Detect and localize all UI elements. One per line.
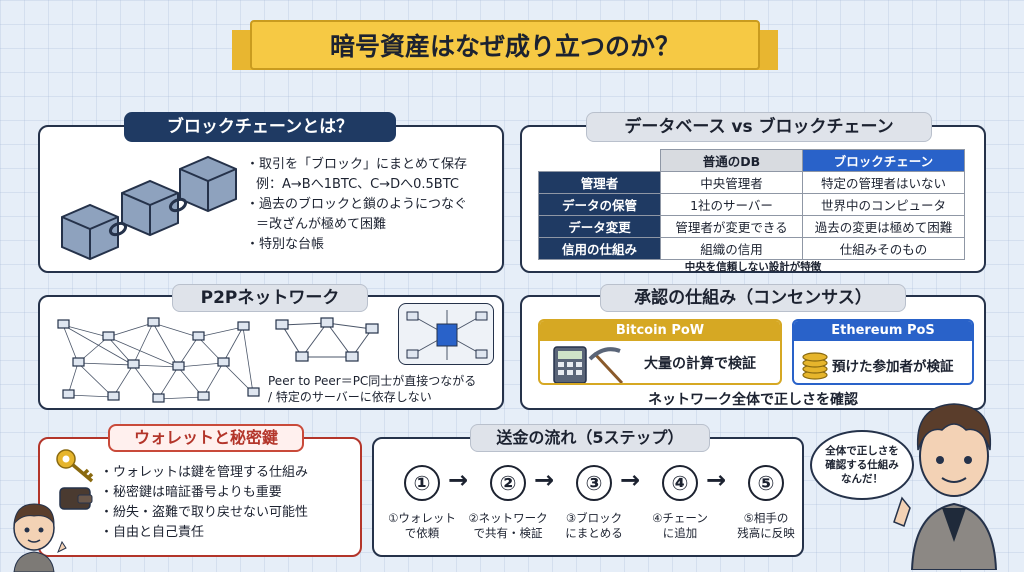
consensus-footer: ネットワーク全体で正しさを確認 xyxy=(648,392,858,408)
key-icon xyxy=(56,449,94,483)
transfer-heading: 送金の流れ（5ステップ） xyxy=(470,424,710,452)
step-arrow-icon: → xyxy=(534,466,555,494)
pos-text: 預けた参加者が検証 xyxy=(832,359,954,375)
comparison-table: 普通のDB ブロックチェーン 管理者 中央管理者 特定の管理者はいない データの… xyxy=(538,149,965,260)
comparison-panel: 普通のDB ブロックチェーン 管理者 中央管理者 特定の管理者はいない データの… xyxy=(520,125,986,273)
list-item: ・ウォレットは鍵を管理する仕組み xyxy=(100,465,309,480)
step-3-number: ③ xyxy=(576,465,612,501)
p2p-mesh-diagram xyxy=(57,317,260,403)
p2p-heading: P2Pネットワーク xyxy=(172,284,368,312)
step-4-label: ④チェーンに追加 xyxy=(635,511,725,541)
pos-title: Ethereum PoS xyxy=(794,321,972,341)
table-row-label: 信用の仕組み xyxy=(538,237,661,260)
p2p-caption: Peer to Peer＝PC同士が直接つながる / 特定のサーバーに依存しない xyxy=(268,373,476,405)
table-row-label: 管理者 xyxy=(538,171,661,194)
table-row: 信用の仕組み 組織の信用 仕組みそのもの xyxy=(538,237,965,260)
list-item: ・紛失・盗難で取り戻せない可能性 xyxy=(100,505,309,520)
pow-card: Bitcoin PoW 大量の計算で検証 xyxy=(538,319,782,385)
step-label-line: ①ウォレット xyxy=(388,511,456,525)
step-4-number: ④ xyxy=(662,465,698,501)
table-cell: 中央管理者 xyxy=(660,171,803,194)
list-item: ＝改ざんが極めて困難 xyxy=(256,217,387,232)
list-item: ・取引を「ブロック」にまとめて保存 xyxy=(246,157,468,172)
table-row-label: データ変更 xyxy=(538,215,661,238)
step-label-line: ⑤相手の xyxy=(743,511,789,525)
wallet-bullets: ・ウォレットは鍵を管理する仕組み ・秘密鍵は暗証番号よりも重要 ・紛失・盗難で取… xyxy=(100,463,308,543)
list-item: ・特別な台帳 xyxy=(246,237,325,252)
transfer-panel: ① → ② → ③ → ④ → ⑤ ①ウォレットで依頼 ②ネットワークで共有・検… xyxy=(372,437,804,557)
p2p-small-network-diagram xyxy=(275,317,379,362)
table-header-blockchain: ブロックチェーン xyxy=(802,149,965,172)
table-row-label: データの保管 xyxy=(538,193,661,216)
table-row: 管理者 中央管理者 特定の管理者はいない xyxy=(538,171,965,194)
comparison-heading: データベース vs ブロックチェーン xyxy=(586,112,932,142)
table-row: データの保管 1社のサーバー 世界中のコンピュータ xyxy=(538,193,965,216)
chain-blocks-icon xyxy=(61,155,237,261)
character-large-icon xyxy=(893,403,998,570)
calculator-pickaxe-icon xyxy=(553,346,624,383)
blockchain-bullets: ・取引を「ブロック」にまとめて保存 例：A→Bへ1BTC、C→Dへ0.5BTC … xyxy=(246,155,467,255)
server-icon xyxy=(406,310,488,360)
step-2-number: ② xyxy=(490,465,526,501)
p2p-panel: Peer to Peer＝PC同士が直接つながる / 特定のサーバーに依存しない xyxy=(38,295,504,410)
step-label-line: ③ブロック xyxy=(565,511,623,525)
table-cell: 仕組みそのもの xyxy=(802,237,965,260)
table-cell: 管理者が変更できる xyxy=(660,215,803,238)
step-label-line: で共有・検証 xyxy=(473,526,543,540)
step-5-number: ⑤ xyxy=(748,465,784,501)
speech-bubble: 全体で正しさを確認する仕組みなんだ！ xyxy=(810,430,914,500)
step-1-label: ①ウォレットで依頼 xyxy=(377,511,467,541)
list-item: ・過去のブロックと鎖のようにつなぐ xyxy=(246,197,468,212)
comparison-note: 中央を信頼しない設計が特徴 xyxy=(684,261,822,273)
wallet-panel: ・ウォレットは鍵を管理する仕組み ・秘密鍵は暗証番号よりも重要 ・紛失・盗難で取… xyxy=(38,437,362,557)
step-label-line: 残高に反映 xyxy=(737,526,795,540)
step-2-label: ②ネットワークで共有・検証 xyxy=(463,511,553,541)
table-cell: 1社のサーバー xyxy=(660,193,803,216)
table-header-row: 普通のDB ブロックチェーン xyxy=(539,149,965,172)
table-cell: 特定の管理者はいない xyxy=(802,171,965,194)
step-arrow-icon: → xyxy=(706,466,727,494)
table-cell: 過去の変更は極めて困難 xyxy=(802,215,965,238)
step-arrow-icon: → xyxy=(620,466,641,494)
list-item: ・秘密鍵は暗証番号よりも重要 xyxy=(100,485,282,500)
step-label-line: ②ネットワーク xyxy=(468,511,548,525)
step-label-line: に追加 xyxy=(662,526,698,540)
p2p-caption-line2: / 特定のサーバーに依存しない xyxy=(268,390,432,404)
pow-text: 大量の計算で検証 xyxy=(644,356,756,372)
coin-stack-icon xyxy=(802,352,828,380)
central-server-bubble xyxy=(398,303,494,365)
step-label-line: にまとめる xyxy=(565,526,623,540)
step-arrow-icon: → xyxy=(448,466,469,494)
table-cell: 世界中のコンピュータ xyxy=(802,193,965,216)
list-item: ・自由と自己責任 xyxy=(100,525,205,540)
table-cell: 組織の信用 xyxy=(660,237,803,260)
consensus-heading: 承認の仕組み（コンセンサス） xyxy=(600,284,906,312)
step-3-label: ③ブロックにまとめる xyxy=(549,511,639,541)
step-5-label: ⑤相手の残高に反映 xyxy=(721,511,811,541)
table-row: データ変更 管理者が変更できる 過去の変更は極めて困難 xyxy=(538,215,965,238)
step-1-number: ① xyxy=(404,465,440,501)
pow-title: Bitcoin PoW xyxy=(540,321,780,341)
table-header-db: 普通のDB xyxy=(660,149,803,172)
p2p-caption-line1: Peer to Peer＝PC同士が直接つながる xyxy=(268,374,477,388)
blockchain-panel: ・取引を「ブロック」にまとめて保存 例：A→Bへ1BTC、C→Dへ0.5BTC … xyxy=(38,125,504,273)
list-item: 例：A→Bへ1BTC、C→Dへ0.5BTC xyxy=(256,177,459,192)
step-label-line: で依頼 xyxy=(404,526,440,540)
character-small-icon xyxy=(13,503,67,572)
step-label-line: ④チェーン xyxy=(652,511,708,525)
pos-card: Ethereum PoS 預けた参加者が検証 xyxy=(792,319,974,385)
wallet-icon xyxy=(59,487,93,510)
page-title: 暗号資産はなぜ成り立つのか？ xyxy=(250,20,760,70)
table-header-empty xyxy=(539,150,661,172)
wallet-heading: ウォレットと秘密鍵 xyxy=(108,424,304,452)
blockchain-heading: ブロックチェーンとは？ xyxy=(124,112,396,142)
